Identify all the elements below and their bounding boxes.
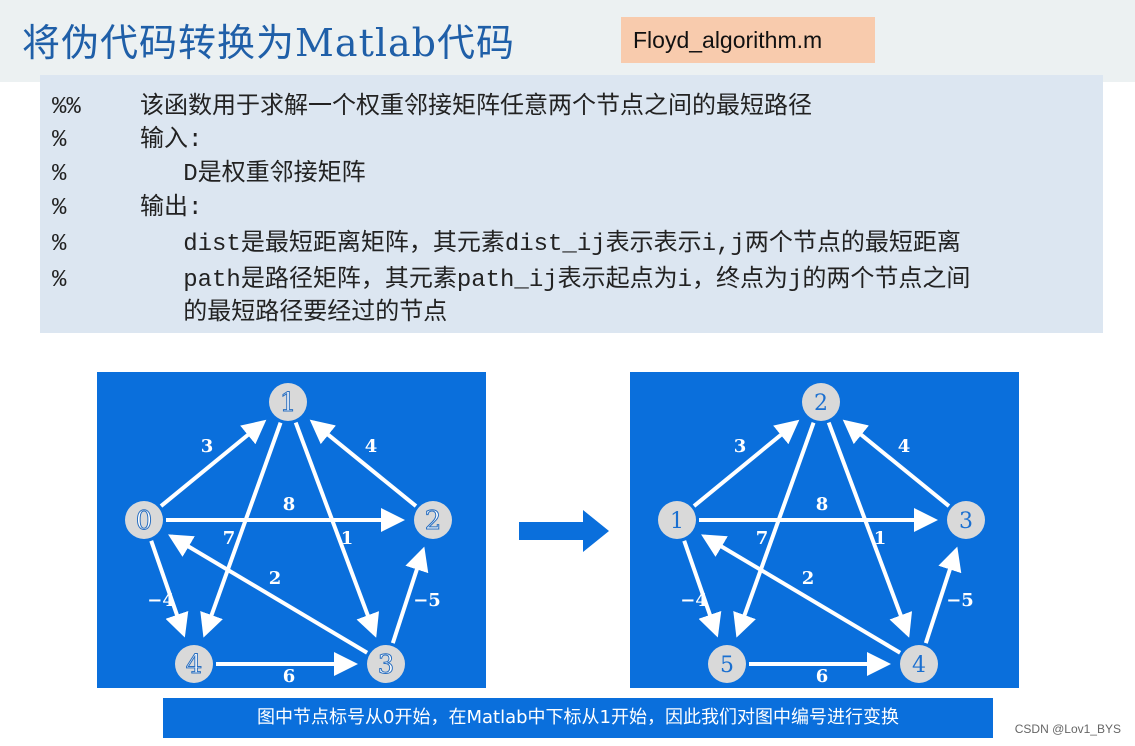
edge-arrow <box>309 419 418 508</box>
edge-weight-label: 3 <box>201 436 214 457</box>
right-arrow-icon <box>519 510 609 552</box>
edge-weight-label: −4 <box>147 590 175 611</box>
node-label: 4 <box>912 653 926 678</box>
edge-weight-label: −4 <box>680 590 708 611</box>
edge-weight-label: 3 <box>734 436 747 457</box>
edge-arrow <box>733 422 816 638</box>
code-text: path是路径矩阵，其元素path_ij表示起点为i，终点为j的两个节点之间 <box>140 267 971 294</box>
node-label: 1 <box>280 388 297 418</box>
edge-weight-label: 8 <box>283 494 296 515</box>
comment-marker: % <box>52 195 67 222</box>
edge-weight-label: 2 <box>802 568 815 589</box>
node-circle <box>125 501 163 539</box>
code-text: 的最短路径要经过的节点 <box>140 300 448 327</box>
edge-weight-label: 8 <box>816 494 829 515</box>
graph-node: 3 <box>367 645 405 683</box>
graph-node: 0 <box>125 501 163 539</box>
graph-node: 2 <box>802 383 840 421</box>
edge-arrow <box>390 546 429 644</box>
code-comment-box: %% 该函数用于求解一个权重邻接矩阵任意两个节点之间的最短路径% 输入:% D是权重… <box>40 75 1103 333</box>
graph-renumbered-panel: 3 4 8 7 1 2 −4 −5 6 1 2 3 4 5 <box>630 372 1019 688</box>
code-line: % 输入: <box>52 118 202 154</box>
graph-node: 1 <box>269 383 307 421</box>
code-line: % D是权重邻接矩阵 <box>52 152 366 188</box>
graph-original: 3 4 8 7 1 2 −4 −5 6 0 1 2 3 4 <box>125 383 452 687</box>
edge-arrow <box>842 419 951 508</box>
graph-renumbered: 3 4 8 7 1 2 −4 −5 6 1 2 3 4 5 <box>658 383 985 687</box>
node-circle <box>947 501 985 539</box>
edge-arrow <box>200 422 283 638</box>
code-line: %% 该函数用于求解一个权重邻接矩阵任意两个节点之间的最短路径 <box>52 85 812 121</box>
file-name-tag: Floyd_algorithm.m <box>621 17 875 63</box>
graph-node: 5 <box>708 645 746 683</box>
code-text: 输出: <box>140 195 203 222</box>
edge-weight-label: 1 <box>874 528 887 549</box>
edge-weight-label: −5 <box>946 590 974 611</box>
node-label: 3 <box>959 509 973 534</box>
node-label: 5 <box>720 653 734 678</box>
watermark: CSDN @Lov1_BYS <box>1014 722 1121 736</box>
graph-node: 2 <box>414 501 452 539</box>
edge-weight-label: 2 <box>269 568 282 589</box>
comment-marker: % <box>52 267 67 294</box>
graph-node: 4 <box>175 645 213 683</box>
edge-arrow <box>682 540 722 638</box>
code-line: 的最短路径要经过的节点 <box>52 291 447 327</box>
node-circle <box>802 383 840 421</box>
edge-arrow <box>923 546 962 644</box>
code-text: 该函数用于求解一个权重邻接矩阵任意两个节点之间的最短路径 <box>140 94 812 121</box>
node-circle <box>414 501 452 539</box>
node-label: 4 <box>186 650 203 680</box>
comment-marker: % <box>52 161 67 188</box>
code-text: 输入: <box>140 127 203 154</box>
node-label: 2 <box>814 391 828 416</box>
edge-arrow <box>692 419 800 508</box>
edge-weight-label: −5 <box>413 590 441 611</box>
graph-node: 1 <box>658 501 696 539</box>
edge-weight-label: 7 <box>223 528 236 549</box>
edge-weight-label: 6 <box>816 666 829 687</box>
graph-node: 3 <box>947 501 985 539</box>
slide-title: 将伪代码转换为Matlab代码 <box>22 21 515 65</box>
node-circle <box>658 501 696 539</box>
graph-original-panel: 3 4 8 7 1 2 −4 −5 6 0 1 2 3 4 <box>97 372 486 688</box>
edge-weight-label: 4 <box>898 436 911 457</box>
header-band <box>0 0 1135 82</box>
node-circle <box>367 645 405 683</box>
node-circle <box>175 645 213 683</box>
code-line: % path是路径矩阵，其元素path_ij表示起点为i，终点为j的两个节点之间 <box>52 258 970 294</box>
edge-arrow <box>293 421 380 638</box>
code-text: D是权重邻接矩阵 <box>140 161 366 188</box>
edge-arrow <box>159 419 267 508</box>
node-label: 0 <box>136 506 153 536</box>
edge-arrow <box>149 540 189 638</box>
edge-weight-label: 1 <box>341 528 354 549</box>
comment-marker: % <box>52 231 67 258</box>
edge-arrow <box>701 534 902 655</box>
code-line: % dist是最短距离矩阵，其元素dist_ij表示表示i,j两个节点的最短距离 <box>52 222 961 258</box>
edge-arrow <box>168 534 369 655</box>
code-text: dist是最短距离矩阵，其元素dist_ij表示表示i,j两个节点的最短距离 <box>140 231 961 258</box>
comment-marker: % <box>52 127 67 154</box>
edge-weight-label: 6 <box>283 666 296 687</box>
node-label: 1 <box>670 509 684 534</box>
node-label: 2 <box>425 506 442 536</box>
caption-bar: 图中节点标号从0开始，在Matlab中下标从1开始，因此我们对图中编号进行变换 <box>163 698 993 738</box>
node-circle <box>269 383 307 421</box>
graph-node: 4 <box>900 645 938 683</box>
comment-marker: %% <box>52 94 81 121</box>
code-line: % 输出: <box>52 186 202 222</box>
edge-arrow <box>826 421 913 638</box>
node-circle <box>708 645 746 683</box>
node-circle <box>900 645 938 683</box>
edge-weight-label: 7 <box>756 528 769 549</box>
node-label: 3 <box>378 650 395 680</box>
edge-weight-label: 4 <box>365 436 378 457</box>
